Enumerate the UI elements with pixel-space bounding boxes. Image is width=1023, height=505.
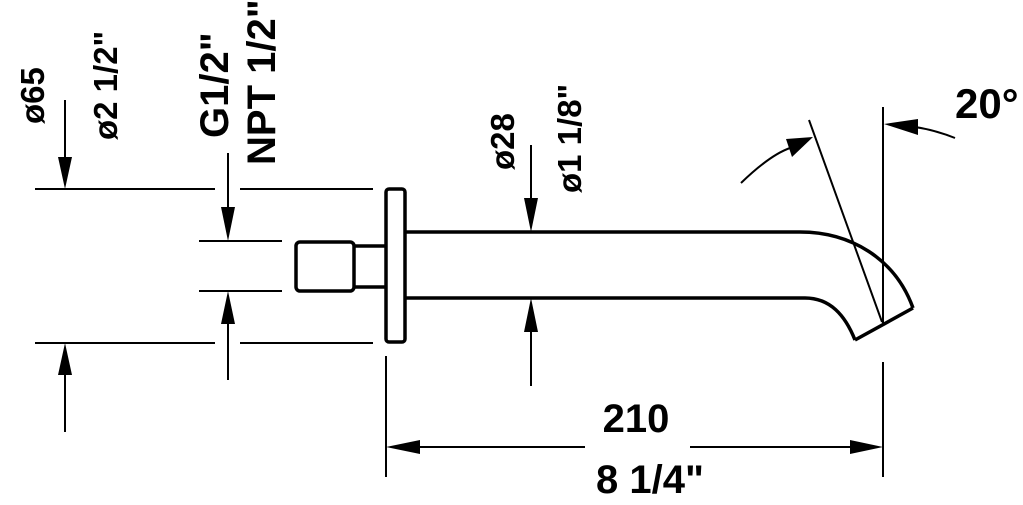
thread-imperial: NPT 1/2": [240, 0, 284, 165]
thread-metric: G1/2": [193, 32, 237, 138]
arrow-down-icon: [524, 198, 538, 232]
thread-connector: [294, 240, 356, 293]
projection-dimension: 210 8 1/4": [385, 356, 884, 502]
outlet-angle-dimension: 20°: [740, 80, 1019, 323]
rosette-diameter-imperial: ø2 1/2": [87, 31, 124, 140]
arrow-left-icon: [386, 440, 420, 454]
spout-body-top: [405, 230, 915, 309]
spout-outline: [294, 187, 915, 344]
projection-imperial: 8 1/4": [596, 458, 704, 502]
projection-metric: 210: [603, 397, 670, 441]
rosette-diameter-metric: ø65: [14, 67, 51, 124]
thread-dimension: G1/2" NPT 1/2": [193, 0, 284, 380]
spout-outlet-face: [854, 306, 914, 342]
spout-body-bottom: [405, 296, 857, 341]
arrow-up-icon: [524, 298, 538, 332]
spout-diameter-metric: ø28: [484, 113, 521, 170]
arrow-right-icon: [850, 440, 883, 454]
arrow-up-icon: [58, 343, 72, 375]
arrow-down-icon: [58, 157, 72, 189]
arrow-down-icon: [221, 207, 235, 241]
rosette-plate: [384, 187, 407, 344]
outlet-angle-value: 20°: [955, 80, 1019, 127]
arrow-icon: [786, 137, 813, 157]
spout-diameter-dimension: ø28 ø1 1/8": [484, 84, 588, 386]
arrow-left-icon: [884, 119, 918, 135]
spout-diameter-imperial: ø1 1/8": [551, 84, 588, 193]
rosette-diameter-dimension: ø65 ø2 1/2": [14, 31, 373, 432]
arrow-up-icon: [221, 291, 235, 324]
